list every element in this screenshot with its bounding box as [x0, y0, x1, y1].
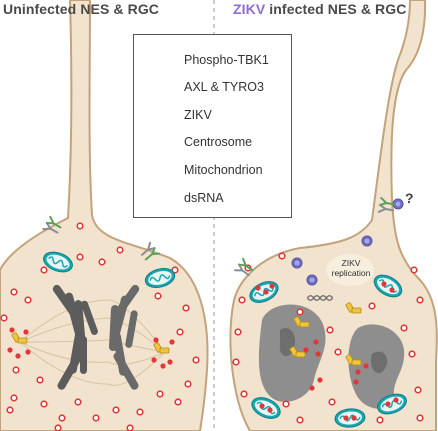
question-mark: ? — [405, 190, 414, 206]
infected-heading-rest: infected NES & RGC — [265, 1, 407, 17]
legend-label: dsRNA — [184, 191, 224, 205]
uninfected-heading: Uninfected NES & RGC — [3, 1, 160, 17]
legend-item-zikv: ZIKV — [134, 104, 291, 130]
infected-heading: ZIKV infected NES & RGC — [233, 1, 406, 17]
legend-label: Mitochondrion — [184, 163, 263, 177]
zikv-heading-word: ZIKV — [233, 1, 266, 17]
legend-label: AXL & TYRO3 — [184, 80, 264, 94]
legend-item-mitochondrion: Mitochondrion — [134, 159, 291, 185]
legend-item-axl-tyro3: AXL & TYRO3 — [134, 76, 291, 102]
legend-item-centrosome: Centrosome — [134, 131, 291, 157]
legend-label: ZIKV — [184, 108, 212, 122]
legend-box: Phospho-TBK1 AXL & TYRO3 ZIKV Centrosome… — [133, 34, 292, 218]
legend-label: Centrosome — [184, 135, 253, 149]
uninfected-cell — [0, 0, 209, 431]
legend-label: Phospho-TBK1 — [184, 53, 269, 67]
legend-item-phospho-tbk1: Phospho-TBK1 — [134, 49, 291, 75]
zikv-replication-label: ZIKV replication — [331, 258, 371, 278]
infected-cell — [229, 0, 438, 431]
legend-item-dsrna: dsRNA — [134, 187, 291, 213]
